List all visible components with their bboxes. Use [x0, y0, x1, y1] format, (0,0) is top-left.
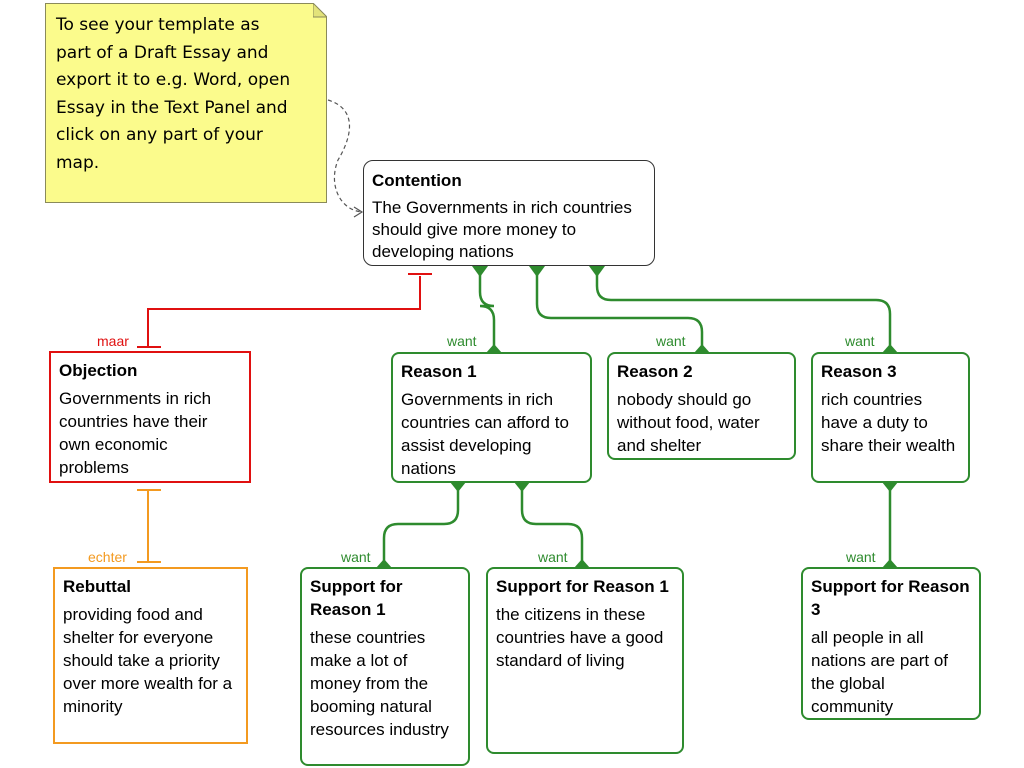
- reason3-link-foot: [882, 344, 898, 353]
- support1a-text: these countries make a lot of money from…: [310, 628, 449, 739]
- note-line: export it to e.g. Word, open: [56, 70, 291, 90]
- support3-box[interactable]: Support for Reason 3 all people in all n…: [801, 567, 981, 720]
- objection-title: Objection: [59, 361, 138, 380]
- support3-link-foot: [882, 559, 898, 568]
- reason2-title: Reason 2: [617, 362, 693, 381]
- reason1-connector-label: want: [447, 333, 477, 349]
- note-pointer-arrowhead: [353, 206, 364, 218]
- note-line: To see your template as: [56, 15, 260, 35]
- support1b-link: [520, 482, 584, 568]
- support1b-title: Support for Reason 1: [496, 577, 669, 596]
- support3-connector-label: want: [846, 549, 876, 565]
- reason1-title: Reason 1: [401, 362, 477, 381]
- rebuttal-connector-label: echter: [88, 549, 127, 565]
- reason3-box[interactable]: Reason 3 rich countries have a duty to s…: [811, 352, 970, 483]
- reason2-link-foot: [694, 344, 710, 353]
- reason3-link-tip: [589, 266, 605, 277]
- reason2-link-tip: [529, 266, 545, 277]
- support3-link-tip: [882, 482, 898, 492]
- support1a-link-foot: [376, 559, 392, 568]
- reason3-connector-label: want: [845, 333, 875, 349]
- reason2-text: nobody should go without food, water and…: [617, 390, 760, 455]
- reason2-box[interactable]: Reason 2 nobody should go without food, …: [607, 352, 796, 460]
- support1b-link-tip: [514, 482, 530, 492]
- instruction-note: To see your template as part of a Draft …: [45, 3, 327, 203]
- objection-text: Governments in rich countries have their…: [59, 389, 212, 477]
- support3-title: Support for Reason 3: [811, 577, 970, 619]
- contention-box[interactable]: Contention The Governments in rich count…: [363, 160, 655, 266]
- rebuttal-box[interactable]: Rebuttal providing food and shelter for …: [53, 567, 248, 744]
- note-fold-corner: [313, 3, 327, 18]
- reason3-title: Reason 3: [821, 362, 897, 381]
- reason1-link-foot: [486, 344, 502, 353]
- support1a-link-tip: [450, 482, 466, 492]
- support1a-box[interactable]: Support for Reason 1 these countries mak…: [300, 567, 470, 766]
- reason2-connector-label: want: [656, 333, 686, 349]
- reason3-link: [595, 266, 892, 353]
- reason1-link-tip: [472, 266, 488, 277]
- rebuttal-text: providing food and shelter for everyone …: [63, 605, 233, 716]
- reason3-text: rich countries have a duty to share thei…: [821, 390, 956, 455]
- support1b-connector-label: want: [538, 549, 568, 565]
- reason2-link: [535, 266, 704, 353]
- objection-box[interactable]: Objection Governments in rich countries …: [49, 351, 251, 483]
- reason1-link: [478, 266, 496, 353]
- note-line: click on any part of your: [56, 125, 263, 145]
- support1a-link: [382, 482, 460, 568]
- support1a-title: Support for Reason 1: [310, 577, 403, 619]
- objection-link: [147, 276, 421, 347]
- support1b-text: the citizens in these countries have a g…: [496, 605, 664, 670]
- rebuttal-title: Rebuttal: [63, 577, 131, 596]
- note-line: part of a Draft Essay and: [56, 42, 269, 63]
- objection-connector-label: maar: [97, 333, 129, 349]
- contention-text: The Governments in rich countries should…: [372, 198, 632, 261]
- support1b-box[interactable]: Support for Reason 1 the citizens in the…: [486, 567, 684, 754]
- note-line: Essay in the Text Panel and: [56, 97, 288, 118]
- note-line: map.: [56, 152, 100, 173]
- support3-text: all people in all nations are part of th…: [811, 628, 949, 716]
- support1a-connector-label: want: [341, 549, 371, 565]
- contention-title: Contention: [372, 171, 462, 190]
- reason1-box[interactable]: Reason 1 Governments in rich countries c…: [391, 352, 592, 483]
- reason1-text: Governments in rich countries can afford…: [401, 390, 569, 478]
- note-pointer-arrow: [327, 99, 363, 213]
- support1b-link-foot: [574, 559, 590, 568]
